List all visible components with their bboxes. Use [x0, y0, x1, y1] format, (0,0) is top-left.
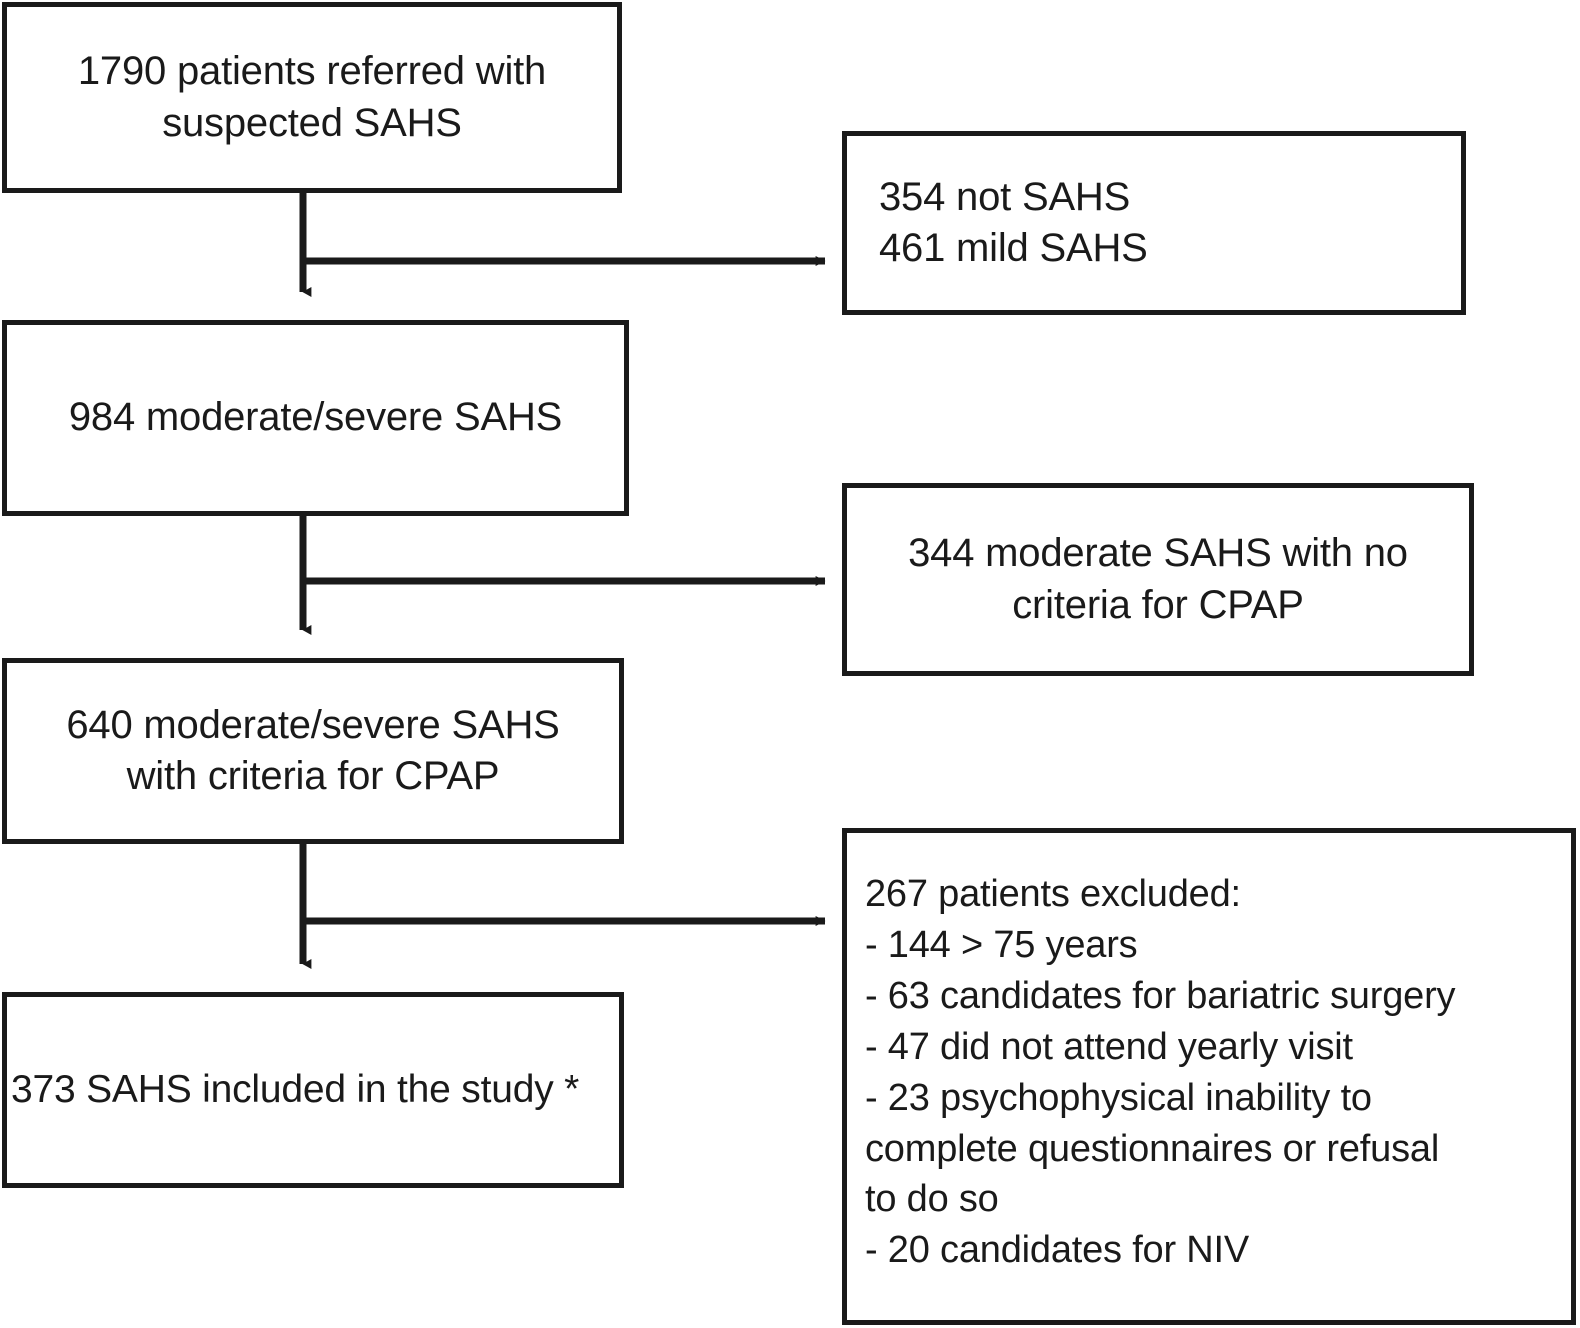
node-moderate-severe-with-criteria: 640 moderate/severe SAHS with criteria f… [2, 658, 624, 844]
node-patients-excluded: 267 patients excluded: - 144 > 75 years … [842, 828, 1576, 1325]
node-sahs-included-in-study: 373 SAHS included in the study * [2, 992, 624, 1188]
node-moderate-severe-sahs-label: 984 moderate/severe SAHS [68, 395, 563, 440]
node-sahs-included-in-study-label: 373 SAHS included in the study * [11, 1068, 580, 1112]
node-patients-referred: 1790 patients referred with suspected SA… [2, 2, 622, 193]
node-moderate-severe-with-criteria-label: 640 moderate/severe SAHS with criteria f… [66, 702, 560, 798]
node-not-sahs-mild-sahs-label: 354 not SAHS 461 mild SAHS [879, 174, 1148, 270]
node-moderate-sahs-no-criteria-label: 344 moderate SAHS with no criteria for C… [908, 531, 1408, 627]
node-patients-excluded-label: 267 patients excluded: - 144 > 75 years … [865, 873, 1456, 1272]
node-moderate-sahs-no-criteria: 344 moderate SAHS with no criteria for C… [842, 483, 1474, 676]
node-not-sahs-mild-sahs: 354 not SAHS 461 mild SAHS [842, 131, 1466, 315]
node-patients-referred-label: 1790 patients referred with suspected SA… [77, 49, 547, 145]
node-moderate-severe-sahs: 984 moderate/severe SAHS [2, 320, 629, 516]
